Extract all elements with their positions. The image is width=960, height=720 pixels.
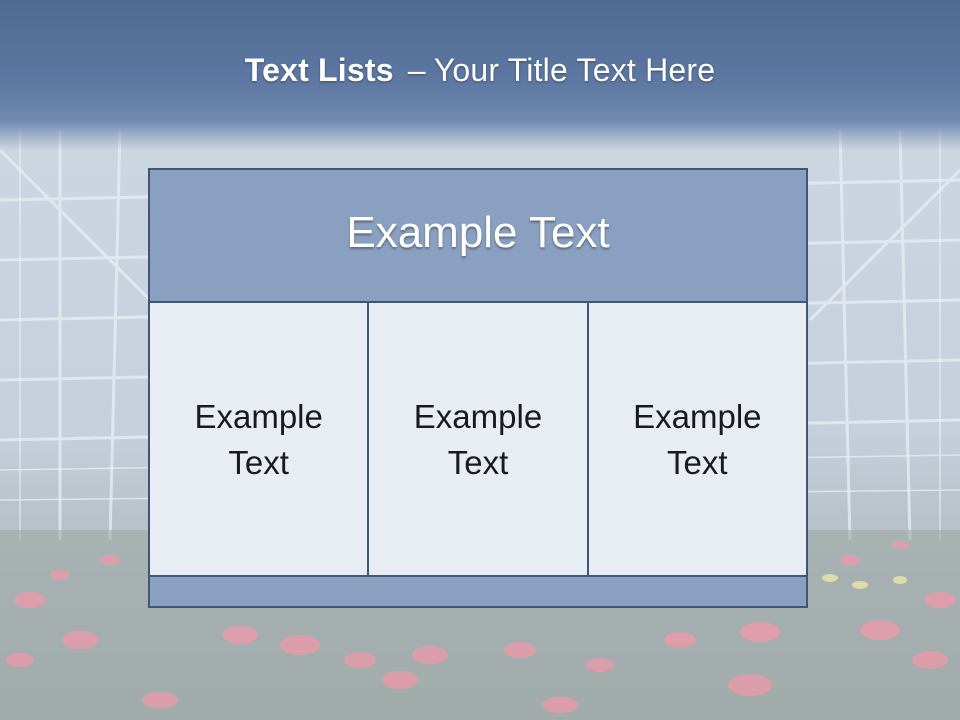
slide-title: Text Lists–Your Title Text Here [0,52,960,89]
column-text-line2: Text [228,444,289,481]
column-text-line1: Example [413,398,543,435]
panel-footer-bar [150,575,806,606]
panel-header-text: Example Text [346,207,610,257]
slide-title-rest: Your Title Text Here [433,52,716,88]
title-band [0,0,960,150]
column-text-line2: Text [447,444,509,481]
column-text-line1: Example [194,398,323,435]
panel-header: Example Text [150,170,806,303]
column-text-line1: Example [633,398,762,435]
slide-title-separator: – [407,52,426,88]
slide-title-bold: Text Lists [244,52,394,88]
column-text-line2: Text [667,444,728,481]
